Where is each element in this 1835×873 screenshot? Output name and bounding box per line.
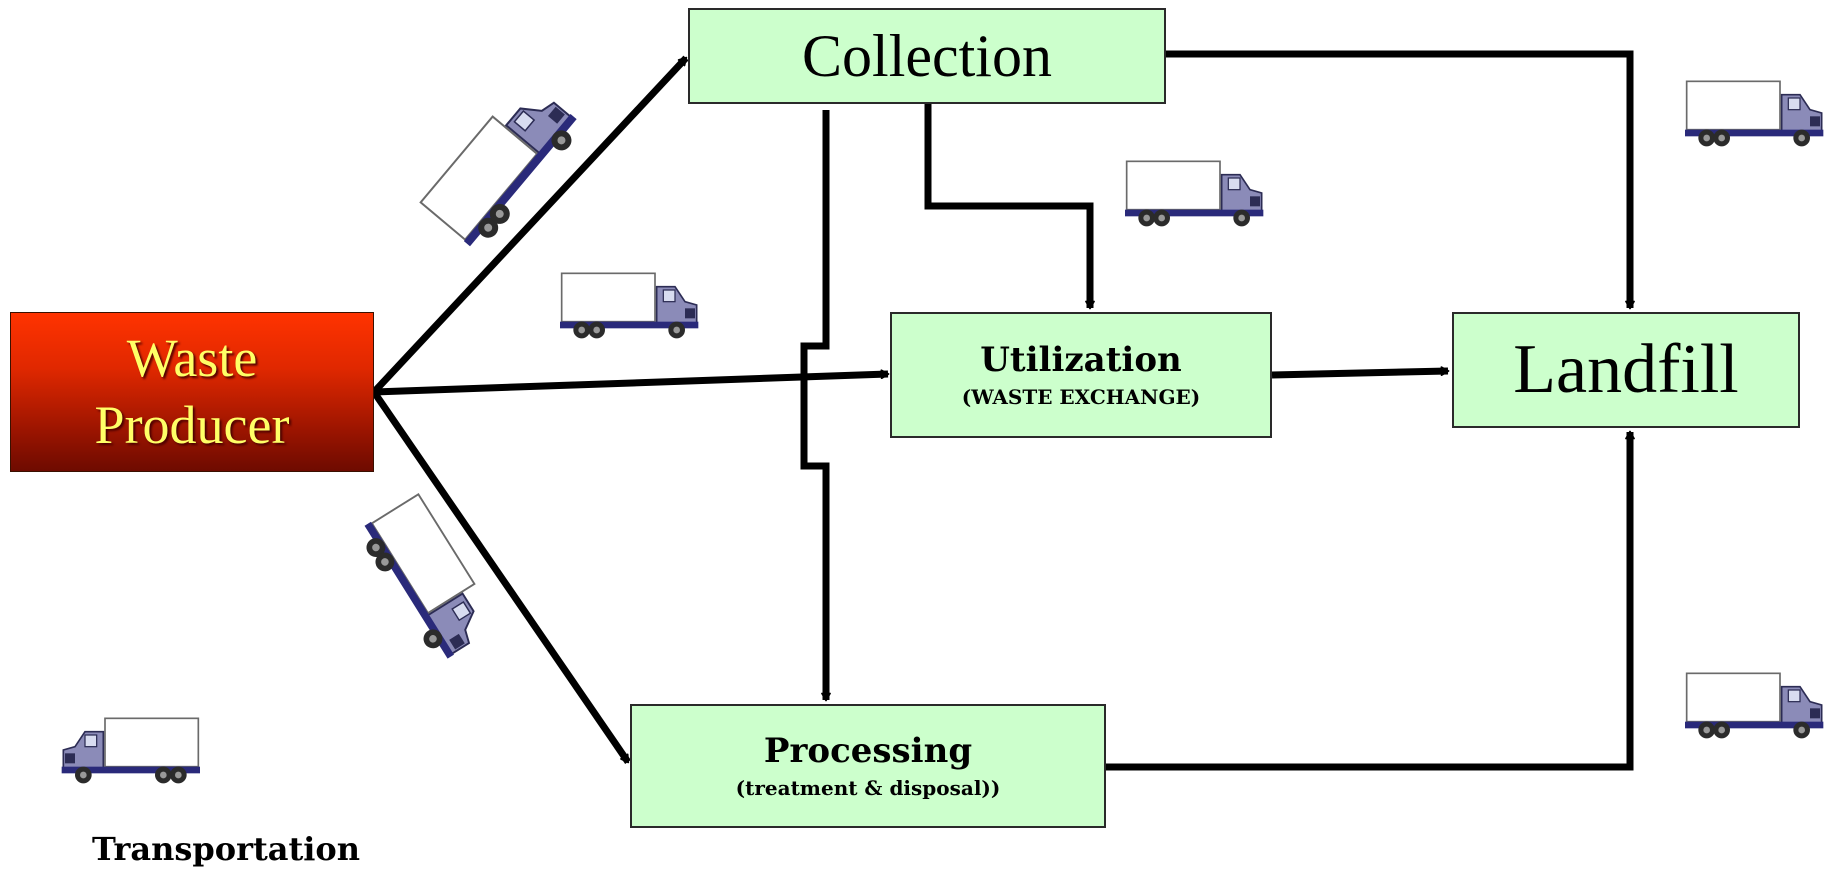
utilization-title: Utilization: [980, 339, 1182, 380]
collection-label: Collection: [802, 22, 1052, 89]
truck-icon: [418, 75, 587, 256]
utilization-subtitle: (WASTE EXCHANGE): [961, 385, 1201, 410]
landfill-label: Landfill: [1513, 331, 1739, 408]
processing-subtitle: (treatment & disposal)): [735, 776, 1001, 801]
truck-icon: [1685, 672, 1825, 740]
arrow-processing-to-landfill: [1106, 430, 1635, 771]
arrow-collection-to-processing: [800, 110, 831, 702]
truck-icon: [353, 491, 502, 666]
producer-label-line1: Waste: [126, 327, 258, 388]
transportation-caption: Transportation: [92, 830, 360, 868]
arrow-collection-to-landfill: [1166, 50, 1635, 310]
processing-box: Processing (treatment & disposal)): [630, 704, 1106, 828]
truck-icon: [1125, 160, 1265, 228]
arrow-collection-to-utilization: [924, 104, 1095, 310]
arrow-producer-to-utilization: [373, 369, 890, 396]
landfill-box: Landfill: [1452, 312, 1800, 428]
producer-label-line2: Producer: [94, 395, 290, 455]
collection-box: Collection: [688, 8, 1166, 104]
utilization-box: Utilization (WASTE EXCHANGE): [890, 312, 1272, 438]
processing-title: Processing: [763, 730, 973, 771]
arrow-producer-to-processing: [371, 390, 631, 764]
truck-icon: [560, 272, 700, 340]
arrow-producer-to-collection: [371, 55, 689, 395]
arrow-utilization-to-landfill: [1271, 366, 1450, 379]
waste-producer-box: Waste Producer: [10, 312, 374, 472]
truck-icon: [1685, 80, 1825, 148]
truck-icon: [60, 717, 200, 785]
